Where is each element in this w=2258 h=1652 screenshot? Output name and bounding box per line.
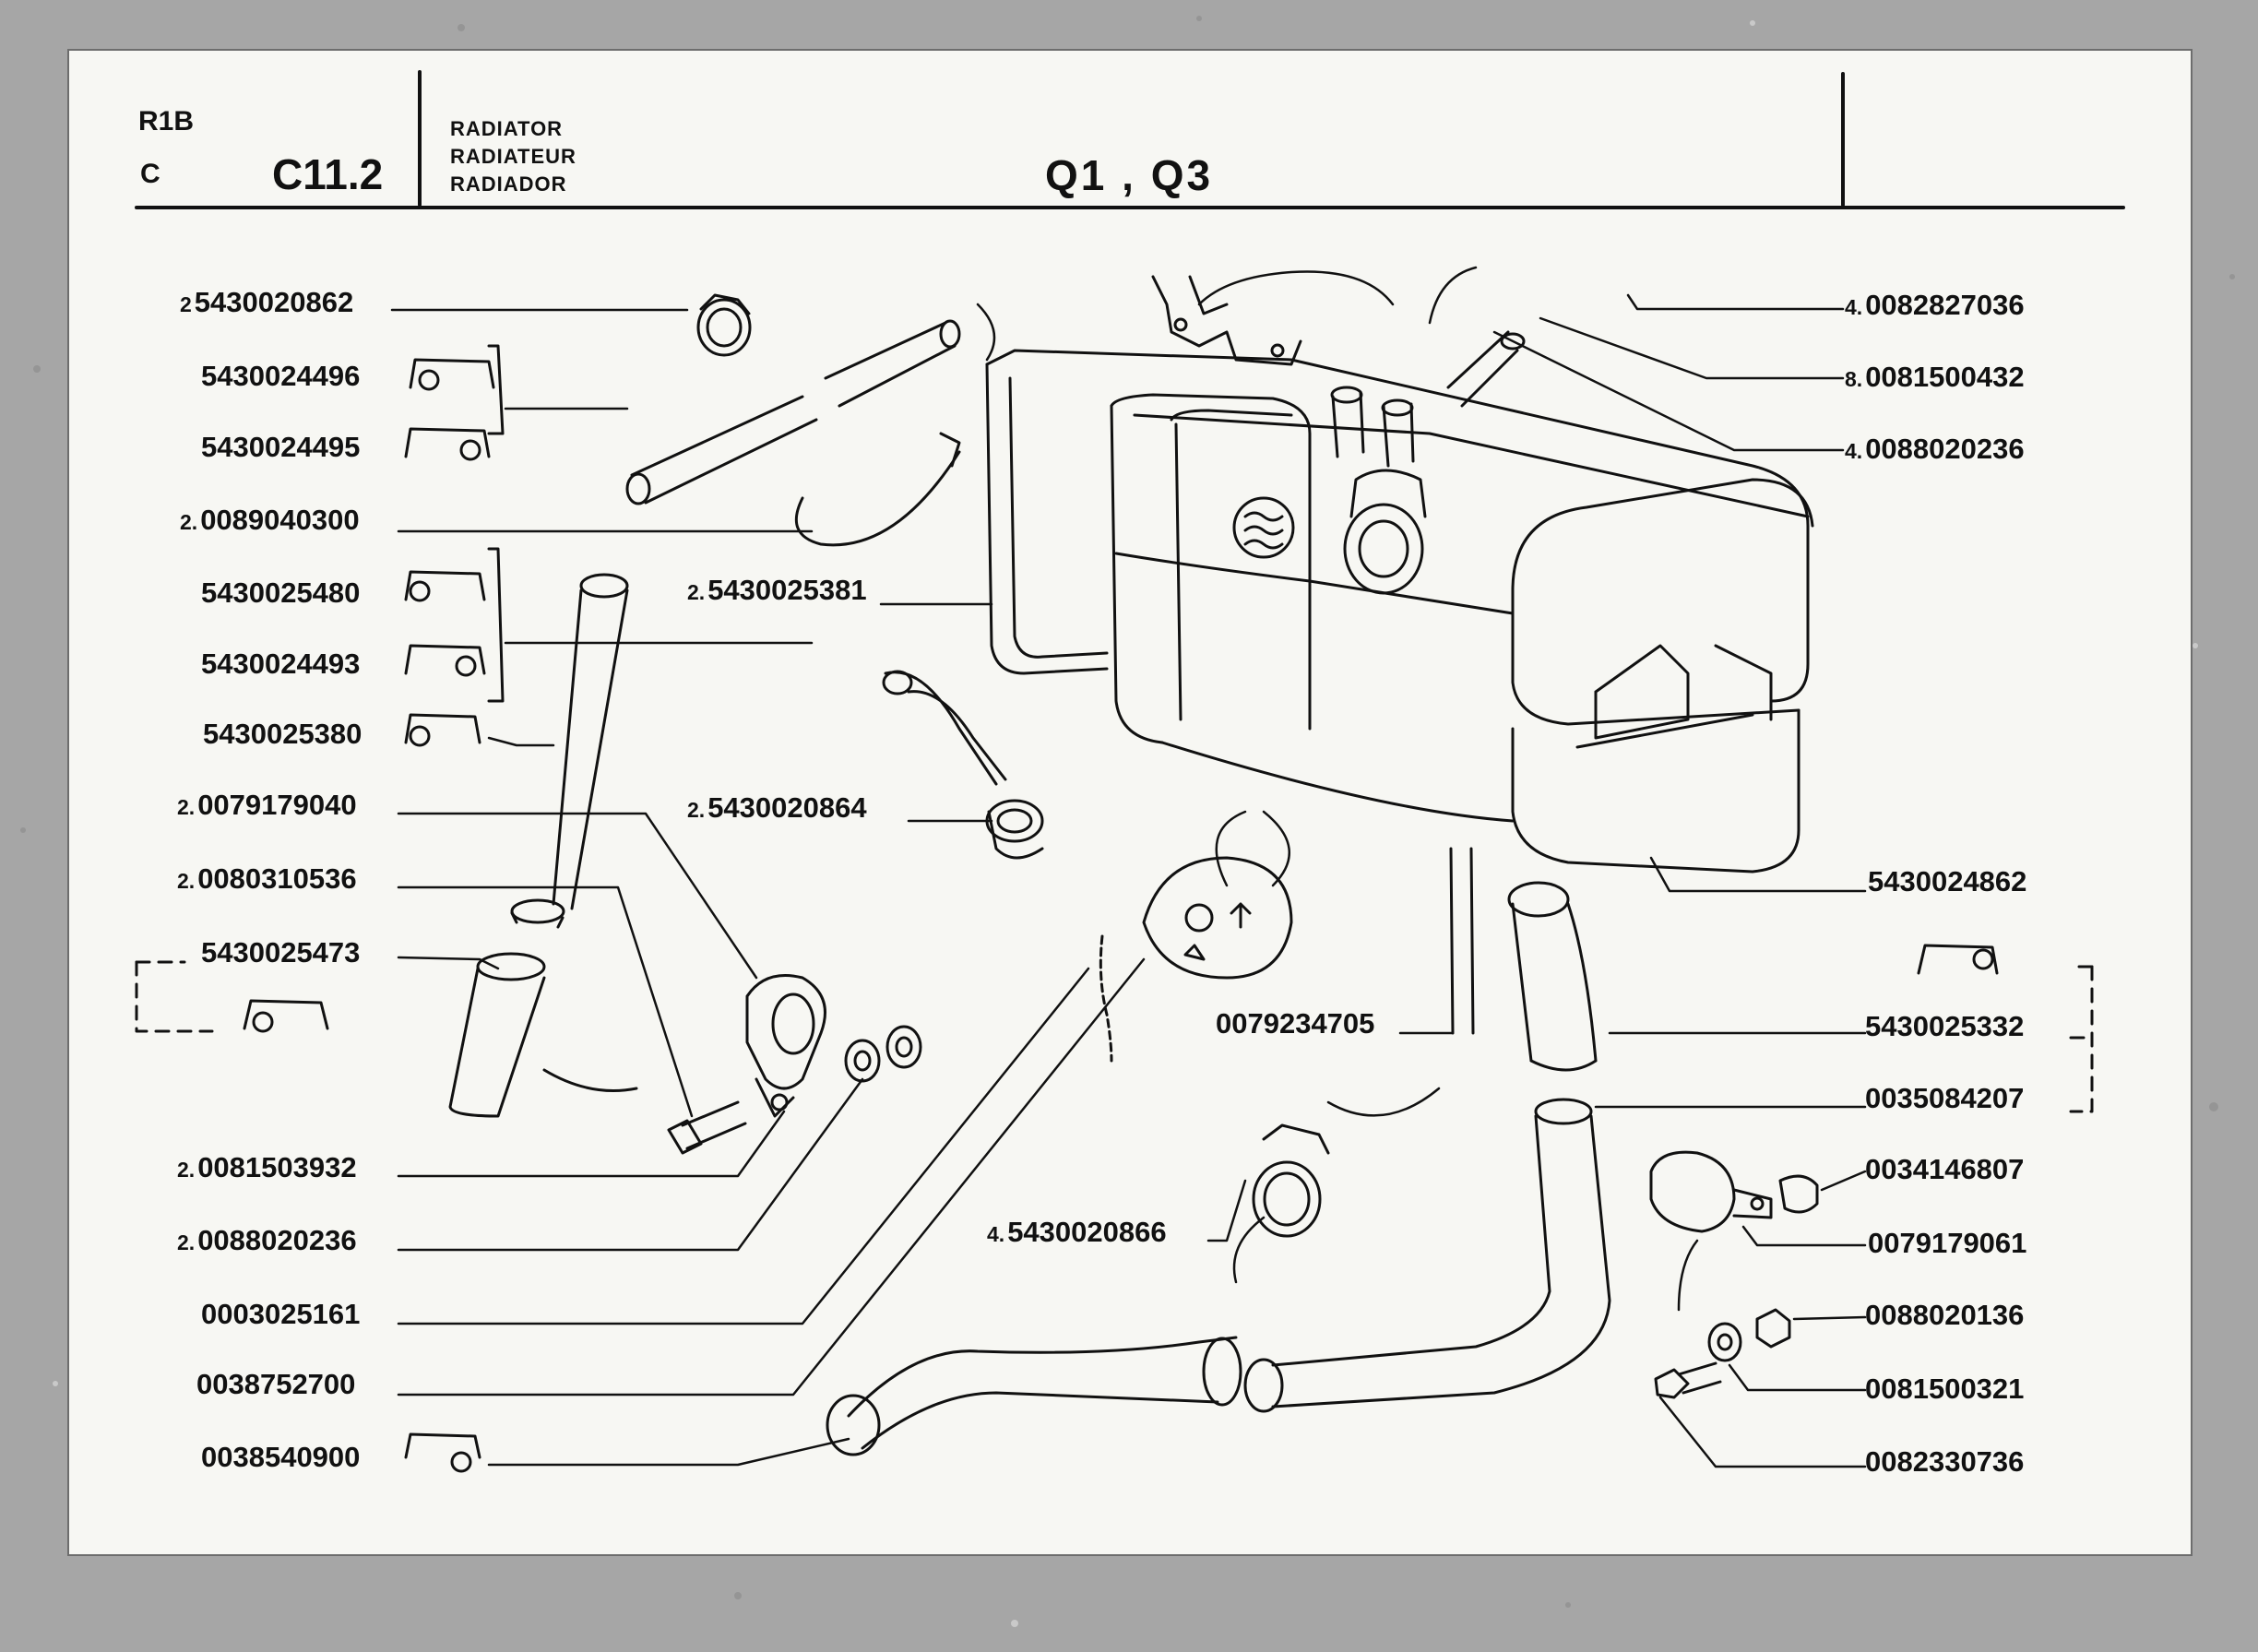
title-fr: RADIATEUR bbox=[450, 145, 576, 168]
part-label: 5430025473 bbox=[201, 936, 361, 969]
left-pipe bbox=[448, 573, 638, 1118]
reference-arrows bbox=[976, 266, 1699, 1312]
center-hose bbox=[882, 670, 1044, 860]
leader-lines-left bbox=[390, 308, 1146, 1467]
part-label: 0034146807 bbox=[1865, 1153, 2025, 1185]
part-label: 2.0080310536 bbox=[177, 862, 357, 895]
part-label: 5430024862 bbox=[1868, 865, 2027, 897]
part-label: 0038540900 bbox=[201, 1441, 361, 1473]
part-label: 0035084207 bbox=[1865, 1082, 2025, 1114]
left-clamp-assembly bbox=[667, 974, 922, 1155]
part-label: 0079234705 bbox=[1216, 1007, 1375, 1040]
part-label: 0081500321 bbox=[1865, 1373, 2025, 1405]
part-label: 8.0081500432 bbox=[1845, 361, 2025, 393]
part-label: 0079179061 bbox=[1868, 1227, 2027, 1259]
part-label: 5430024495 bbox=[201, 431, 361, 463]
part-label: 0088020136 bbox=[1865, 1299, 2025, 1331]
title-en: RADIATOR bbox=[450, 117, 564, 140]
part-label: 2.5430020864 bbox=[687, 791, 867, 824]
part-label: 5430025480 bbox=[201, 576, 361, 609]
part-label: 2.5430025381 bbox=[687, 574, 867, 606]
part-label: 0003025161 bbox=[201, 1298, 361, 1330]
part-label: 4.5430020866 bbox=[987, 1216, 1167, 1248]
part-label: 2.0088020236 bbox=[177, 1224, 357, 1256]
right-clamp-assembly bbox=[1649, 1150, 1819, 1399]
radiator-tank bbox=[985, 275, 1814, 1035]
part-label: 5430025380 bbox=[203, 718, 362, 750]
title-es: RADIADOR bbox=[450, 172, 567, 196]
right-hoses bbox=[826, 881, 1611, 1456]
section-code: C11.2 bbox=[272, 150, 384, 198]
part-label: 5430024493 bbox=[201, 648, 361, 680]
group-code: R1B bbox=[138, 106, 195, 137]
part-label: 25430020862 bbox=[180, 286, 354, 318]
part-label: 4.0088020236 bbox=[1845, 433, 2025, 465]
part-label: 2.0081503932 bbox=[177, 1151, 357, 1183]
part-label: 2.0089040300 bbox=[180, 504, 360, 536]
callout-brackets bbox=[135, 344, 2094, 1473]
leader-lines-center bbox=[879, 602, 1455, 1242]
part-label: 0082330736 bbox=[1865, 1445, 2025, 1478]
upper-hoses bbox=[625, 293, 961, 547]
part-label: 2.0079179040 bbox=[177, 789, 357, 821]
catalog-sheet bbox=[69, 51, 2191, 1554]
part-label: 0038752700 bbox=[196, 1368, 356, 1400]
model-codes: Q1 , Q3 bbox=[1045, 151, 1214, 199]
part-label: 5430024496 bbox=[201, 360, 361, 392]
radiator-cap bbox=[1099, 856, 1293, 1063]
part-label: 4.0082827036 bbox=[1845, 289, 2025, 321]
leader-lines-right bbox=[1492, 293, 1867, 1468]
page-title: RADIATOR RADIATEUR RADIADOR bbox=[450, 115, 576, 198]
variant-code: C bbox=[140, 159, 160, 189]
part-label: 5430025332 bbox=[1865, 1010, 2025, 1042]
